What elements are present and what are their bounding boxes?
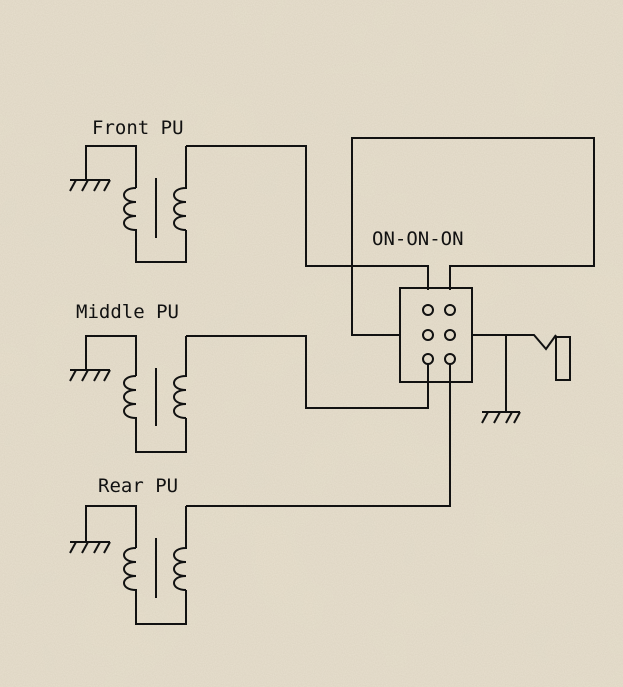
ground-icon [69, 541, 111, 554]
coil-icon [123, 146, 187, 263]
front-pickup-label: Front PU [92, 117, 184, 139]
rear-ground-lead [85, 505, 137, 548]
switch-label: ON-ON-ON [372, 228, 464, 250]
middle-hot-lead [186, 335, 429, 409]
middle-pickup-label: Middle PU [76, 301, 179, 323]
rear-pickup-label: Rear PU [98, 475, 178, 497]
coil-icon [123, 506, 187, 625]
rear-hot-lead [186, 364, 451, 507]
switch-output-loop [351, 137, 595, 336]
switch-lugs [422, 304, 456, 365]
ground-icon [481, 411, 521, 424]
ground-icon [69, 179, 111, 192]
front-hot-lead [186, 145, 429, 290]
switch-body [399, 287, 473, 383]
ground-icon [69, 369, 111, 382]
front-pickup: Front PU [69, 117, 429, 290]
coil-icon [123, 336, 187, 453]
front-ground-lead [85, 145, 137, 188]
switch: ON-ON-ON [351, 137, 595, 383]
middle-ground-lead [85, 335, 137, 376]
output-jack-icon [472, 334, 571, 412]
rear-pickup: Rear PU [69, 364, 451, 625]
middle-pickup: Middle PU [69, 301, 429, 453]
